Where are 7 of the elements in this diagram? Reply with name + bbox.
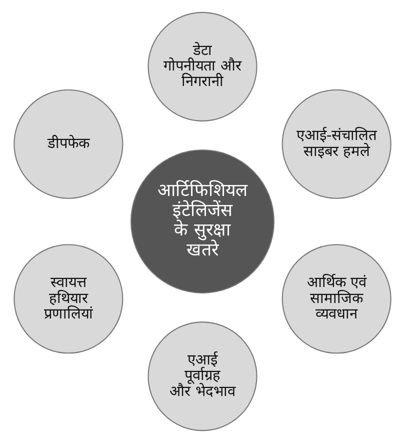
node-circle: एआई पूर्वाग्रह और भेदभाव xyxy=(148,322,258,432)
node-circle: एआई-संचालित साइबर हमले xyxy=(282,89,392,199)
node-circle: डेटा गोपनीयता और निगरानी xyxy=(148,12,258,122)
node-circle: स्वायत्त हथियार प्रणालियां xyxy=(14,244,124,354)
node-circle: आर्थिक एवं सामाजिक व्यवधान xyxy=(282,244,392,354)
node-circle: डीपफेक xyxy=(14,89,124,199)
node-circle: आर्टिफिशियल इंटेलिजेंस के सुरक्षा खतरे xyxy=(130,150,274,294)
